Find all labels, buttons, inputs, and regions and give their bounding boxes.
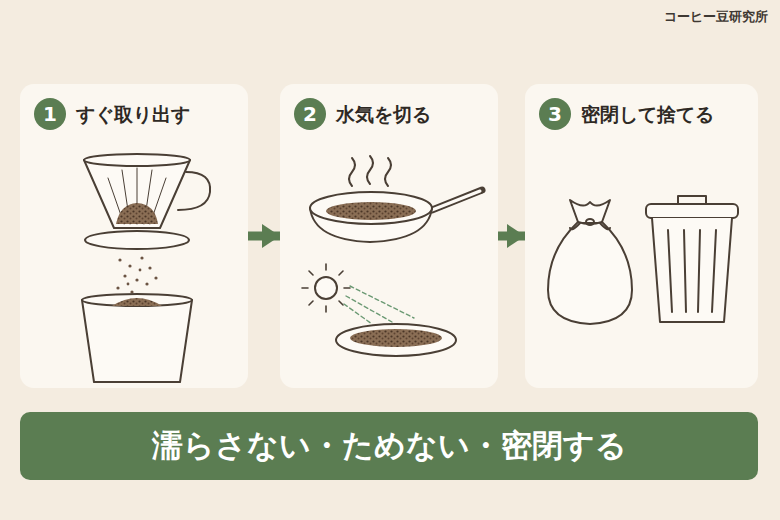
steam (385, 158, 391, 186)
summary-text: 濡らさない・ためない・密閉する (152, 425, 627, 467)
flow-arrow (248, 232, 280, 241)
pan-handle-inner (432, 191, 480, 210)
step-heading: 密閉して捨てる (581, 98, 750, 130)
step-heading: すぐ取り出す (76, 98, 240, 130)
grounds (326, 202, 416, 220)
can-handle (678, 196, 706, 204)
card-panel (525, 84, 758, 388)
cup (82, 300, 192, 382)
summary-band: 濡らさない・ためない・密閉する (20, 412, 758, 480)
step-card: 密閉して捨てる 3 (525, 84, 758, 388)
step-card: 水気を切る 2 (280, 84, 498, 388)
sun (315, 277, 337, 299)
plate (336, 324, 456, 356)
dripper-illustration (82, 154, 210, 382)
card-layer (20, 84, 758, 388)
pan-rim (310, 192, 432, 224)
can-lid (646, 204, 738, 218)
trash-illustration (548, 196, 738, 324)
dripper-handle (178, 172, 210, 210)
step-number: 2 (294, 98, 326, 130)
sun-rays (302, 264, 350, 312)
step-heading: 水気を切る (336, 98, 490, 130)
dripper-cone (84, 160, 190, 228)
pan-illustration (302, 156, 482, 356)
steam (349, 158, 355, 186)
can-ribs (668, 230, 716, 312)
grounds (350, 329, 442, 347)
bag-ribbon (570, 223, 610, 229)
sun-beams (344, 286, 414, 324)
step-number-text: 3 (548, 104, 562, 124)
brand-label: コーヒー豆研究所 (664, 8, 768, 26)
pan-handle (432, 190, 482, 210)
steam (367, 156, 373, 184)
step-number-text: 1 (43, 104, 57, 124)
step-number: 1 (34, 98, 66, 130)
falling-grounds (116, 256, 157, 293)
step-number: 3 (539, 98, 571, 130)
bag-knot (586, 219, 594, 225)
card-panel (20, 84, 248, 388)
dripper-ribs (108, 168, 166, 224)
step-number-text: 2 (303, 104, 317, 124)
card-panel (280, 84, 498, 388)
grounds (116, 203, 158, 224)
dripper-rim (84, 154, 190, 166)
dripper-plate (85, 231, 189, 249)
cup-rim (82, 294, 192, 306)
can-body (652, 218, 732, 322)
garbage-bag (548, 222, 632, 324)
flow-arrow (498, 232, 525, 241)
step-card: すぐ取り出す 1 (20, 84, 248, 388)
grounds (112, 298, 162, 306)
bag-tie (578, 222, 602, 224)
